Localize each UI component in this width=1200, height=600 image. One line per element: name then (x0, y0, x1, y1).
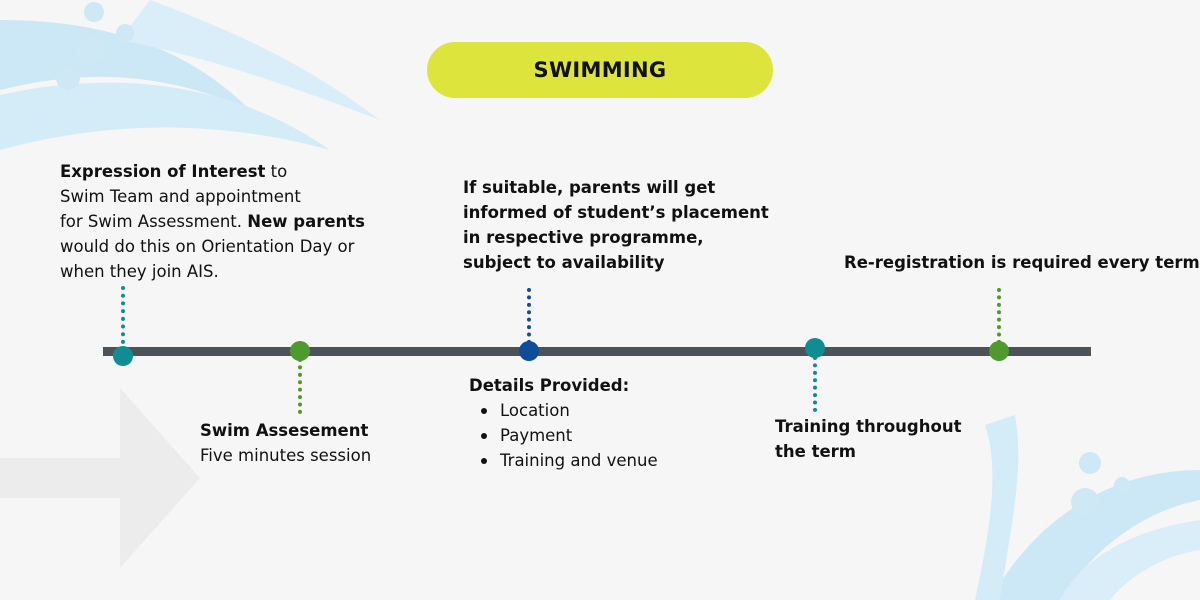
arrow-decoration (0, 388, 200, 568)
details-list-item: Payment (469, 423, 729, 448)
stage-3-line: in respective programme, (463, 228, 704, 247)
bubble-decoration (77, 36, 105, 64)
stage-2-text: Swim Assesement Five minutes session (200, 418, 440, 468)
bubble-decoration (116, 24, 134, 42)
stage-2-body: Five minutes session (200, 446, 372, 465)
timeline-dot-stage-3 (519, 341, 539, 361)
bubble-decoration (1114, 477, 1130, 493)
stage-1-text-part: for Swim Assessment. (60, 212, 248, 231)
timeline-line (103, 347, 1091, 356)
title-pill: SWIMMING (427, 42, 773, 98)
details-heading: Details Provided: (469, 376, 630, 395)
wave-decoration-top-left (0, 20, 250, 110)
timeline-dot-stage-6 (989, 341, 1009, 361)
page-title: SWIMMING (533, 58, 667, 82)
stage-1-text-part: would do this on Orientation Day or (60, 237, 355, 256)
wave-decoration-bottom-right (1060, 520, 1200, 600)
stage-3-text: If suitable, parents will get informed o… (463, 175, 793, 275)
stage-6-line: Re-registration is required every term (844, 253, 1200, 272)
timeline-dot-stage-2 (290, 341, 310, 361)
wave-decoration-top-left (0, 82, 330, 150)
wave-decoration-top-left (120, 0, 380, 120)
details-list-item: Location (469, 398, 729, 423)
stage-1-text-part: to (265, 162, 288, 181)
stage-5-line: Training throughout (775, 417, 962, 436)
stem-stage-2 (298, 358, 302, 414)
stem-stage-1 (121, 286, 125, 344)
stage-2-heading: Swim Assesement (200, 421, 369, 440)
details-list: Location Payment Training and venue (469, 398, 729, 473)
bubble-decoration (1079, 452, 1101, 474)
wave-decoration-bottom-right (975, 415, 1019, 600)
stage-1-text-part: when they join AIS. (60, 262, 219, 281)
stage-5-line: the term (775, 442, 856, 461)
bubble-decoration (56, 66, 80, 90)
stage-5-text: Training throughout the term (775, 414, 995, 464)
stage-3-line: If suitable, parents will get (463, 178, 716, 197)
stage-3-line: informed of student’s placement (463, 203, 769, 222)
stage-1-emphasis: New parents (247, 212, 365, 231)
stem-stage-6 (997, 288, 1001, 344)
bubble-decoration (84, 2, 104, 22)
stage-1-text-part: Swim Team and appointment (60, 187, 301, 206)
bubble-decoration (1071, 488, 1099, 516)
details-list-item: Training and venue (469, 448, 729, 473)
stage-6-text: Re-registration is required every term (844, 250, 1200, 275)
stem-stage-3 (527, 288, 531, 344)
stage-4-text: Details Provided: Location Payment Train… (469, 373, 729, 473)
stage-1-heading: Expression of Interest (60, 162, 266, 181)
stage-1-text: Expression of Interest to Swim Team and … (60, 159, 420, 284)
timeline-dot-stage-5 (805, 338, 825, 358)
stem-stage-5 (813, 356, 817, 412)
wave-decoration-bottom-right (990, 470, 1200, 600)
timeline-dot-stage-1 (113, 346, 133, 366)
stage-3-line: subject to availability (463, 253, 665, 272)
